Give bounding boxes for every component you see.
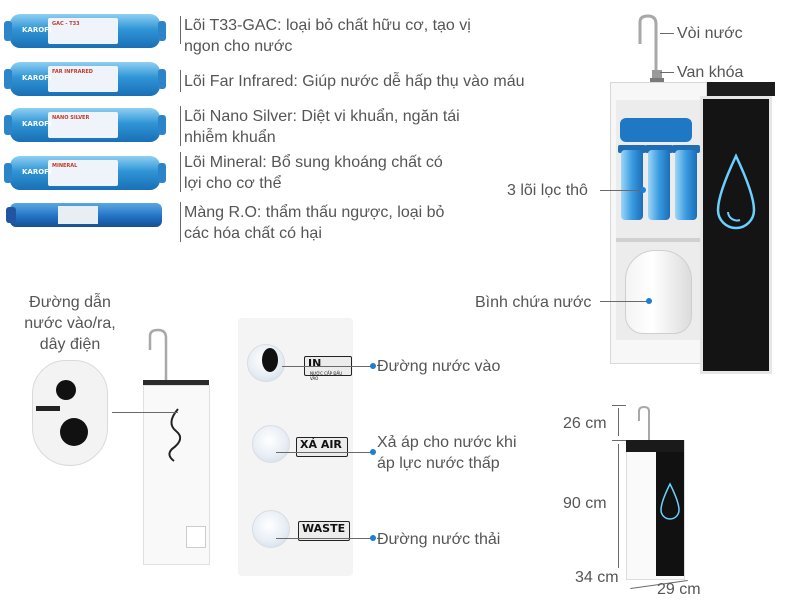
purifier-small-top [626,440,684,452]
label-tank: Bình chứa nước [475,294,592,311]
filter-label-far-infrared: Lõi Far Infrared: Giúp nước dễ hấp thụ v… [184,73,525,90]
filter-label-t33: Lõi T33-GAC: loại bỏ chất hữu cơ, tạo vị… [184,17,471,55]
water-drop-icon [716,153,756,230]
connector-line [180,70,181,92]
cartridge-t33-gac: GAC - T33 KAROFI [4,14,166,48]
label-port-in: Đường nước vào [377,358,501,375]
dimension-depth: 34 cm [575,569,619,586]
plate-air: XẢ AIR [296,437,348,457]
base-plate [32,360,108,466]
cartridge-sticker: MINERAL [52,163,78,169]
faucet-small-icon [638,405,650,441]
label-port-waste: Đường nước thải [377,531,501,548]
base-plate-holes [36,380,88,446]
faucet-icon [638,14,664,84]
dimension-width: 29 cm [657,581,701,598]
connector-line [180,106,181,146]
brand-logo: KAROFI [22,74,52,82]
cartridge-mineral: MINERAL KAROFI [4,156,166,190]
prefilter-housing [621,150,643,220]
connector-line [180,16,181,44]
filter-label-nano-silver: Lõi Nano Silver: Diệt vi khuẩn, ngăn tái… [184,108,460,146]
purifier-small-door [656,452,684,576]
power-cable-icon [168,408,182,462]
port-air [252,425,290,463]
inlet-description: Đường dẫn nước vào/ra, dây điện [24,294,116,353]
water-tank [625,250,692,334]
brand-logo: KAROFI [22,26,52,34]
plate-waste: WASTE [298,521,350,541]
label-valve: Van khóa [677,64,744,81]
port-waste [252,510,290,548]
brand-logo: KAROFI [22,168,52,176]
dimension-top: 26 cm [563,415,607,432]
prefilter-housing [675,150,697,220]
cartridge-sticker: NANO SILVER [52,115,90,121]
label-faucet: Vòi nước [677,25,743,42]
connector-line [180,152,181,192]
ro-membrane [6,203,162,227]
brand-logo: KAROFI [22,120,52,128]
connector-line [180,202,181,242]
side-view-top [143,380,209,388]
label-prefilters: 3 lõi lọc thô [507,182,588,199]
cartridge-sticker: FAR INFRARED [52,69,93,75]
cartridge-nano-silver: NANO SILVER KAROFI [4,108,166,142]
prefilter-housing [648,150,670,220]
water-drop-small-icon [660,482,680,520]
dimension-height: 90 cm [563,495,607,512]
faucet-side-icon [148,328,168,382]
purifier-door [700,96,772,374]
cartridge-far-infrared: FAR INFRARED KAROFI [4,62,166,96]
cartridge-sticker: GAC - T33 [52,21,80,27]
